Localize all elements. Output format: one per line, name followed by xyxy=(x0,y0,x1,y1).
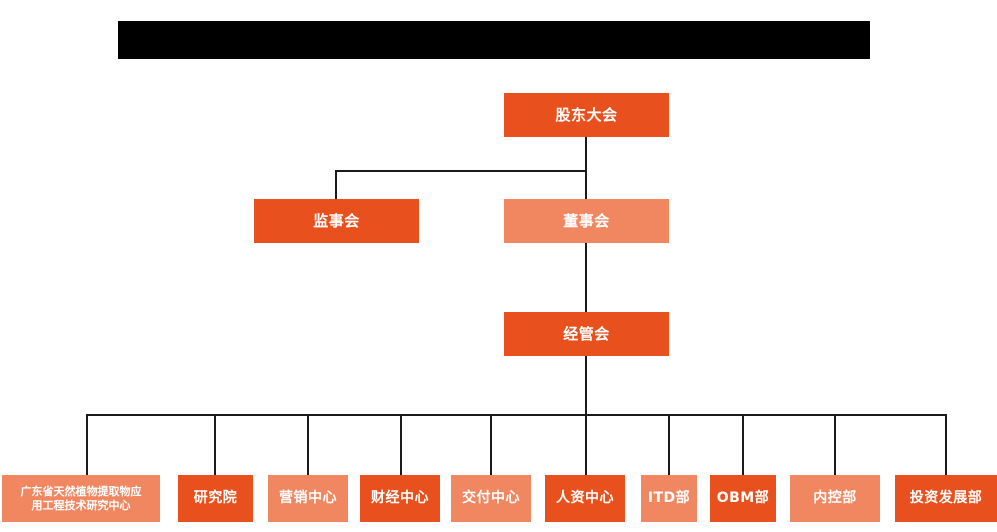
connector-drop-itd xyxy=(668,414,670,475)
connector-drop-internal-control xyxy=(834,414,836,475)
connector-departments-bus xyxy=(86,414,946,416)
node-label-investment-development-department: 投资发展部 xyxy=(909,489,983,506)
node-label-board-of-supervisors: 监事会 xyxy=(313,211,360,230)
node-label-management-committee: 经管会 xyxy=(563,324,610,343)
connector-drop-obm xyxy=(742,414,744,475)
node-research-institute[interactable]: 研究院 xyxy=(178,475,253,522)
connector-to-supervisors xyxy=(335,170,337,199)
connector-shareholders-down xyxy=(585,137,587,171)
node-investment-development-department[interactable]: 投资发展部 xyxy=(895,475,997,522)
connector-management-down xyxy=(585,356,587,415)
connector-drop-investment xyxy=(945,414,947,475)
node-label-research-center: 广东省天然植物提取物应 用工程技术研究中心 xyxy=(5,485,157,513)
node-finance-center[interactable]: 财经中心 xyxy=(360,475,440,522)
connector-drop-research-institute xyxy=(214,414,216,475)
node-shareholders-meeting[interactable]: 股东大会 xyxy=(504,93,669,137)
connector-drop-finance-center xyxy=(400,414,402,475)
connector-drop-marketing-center xyxy=(307,414,309,475)
node-hr-center[interactable]: 人资中心 xyxy=(545,475,625,522)
node-label-finance-center: 财经中心 xyxy=(371,489,429,506)
node-label-marketing-center: 营销中心 xyxy=(279,489,337,506)
node-label-research-center-line2: 用工程技术研究中心 xyxy=(31,498,131,512)
node-label-internal-control-department: 内控部 xyxy=(813,489,857,506)
connector-level2-bus xyxy=(335,170,586,172)
node-label-research-center-line1: 广东省天然植物提取物应 xyxy=(20,484,142,498)
connector-drop-hr-center xyxy=(585,414,587,475)
node-itd-department[interactable]: ITD部 xyxy=(641,475,697,522)
node-marketing-center[interactable]: 营销中心 xyxy=(268,475,348,522)
node-label-delivery-center: 交付中心 xyxy=(462,489,520,506)
node-label-hr-center: 人资中心 xyxy=(556,489,614,506)
connector-drop-research-center xyxy=(86,414,88,475)
node-research-center[interactable]: 广东省天然植物提取物应 用工程技术研究中心 xyxy=(2,475,160,522)
node-label-shareholders-meeting: 股东大会 xyxy=(555,105,618,124)
node-label-itd-department: ITD部 xyxy=(647,489,691,506)
node-internal-control-department[interactable]: 内控部 xyxy=(790,475,880,522)
connector-drop-delivery-center xyxy=(490,414,492,475)
connector-directors-to-management xyxy=(585,243,587,312)
node-board-of-directors[interactable]: 董事会 xyxy=(504,199,669,243)
node-delivery-center[interactable]: 交付中心 xyxy=(451,475,531,522)
node-label-obm-department: OBM部 xyxy=(716,489,770,506)
node-management-committee[interactable]: 经管会 xyxy=(504,312,669,356)
node-obm-department[interactable]: OBM部 xyxy=(710,475,776,522)
node-board-of-supervisors[interactable]: 监事会 xyxy=(254,199,419,243)
node-label-board-of-directors: 董事会 xyxy=(563,211,610,230)
node-label-research-institute: 研究院 xyxy=(193,489,238,506)
connector-to-directors xyxy=(585,170,587,199)
redacted-title-banner xyxy=(118,21,870,59)
